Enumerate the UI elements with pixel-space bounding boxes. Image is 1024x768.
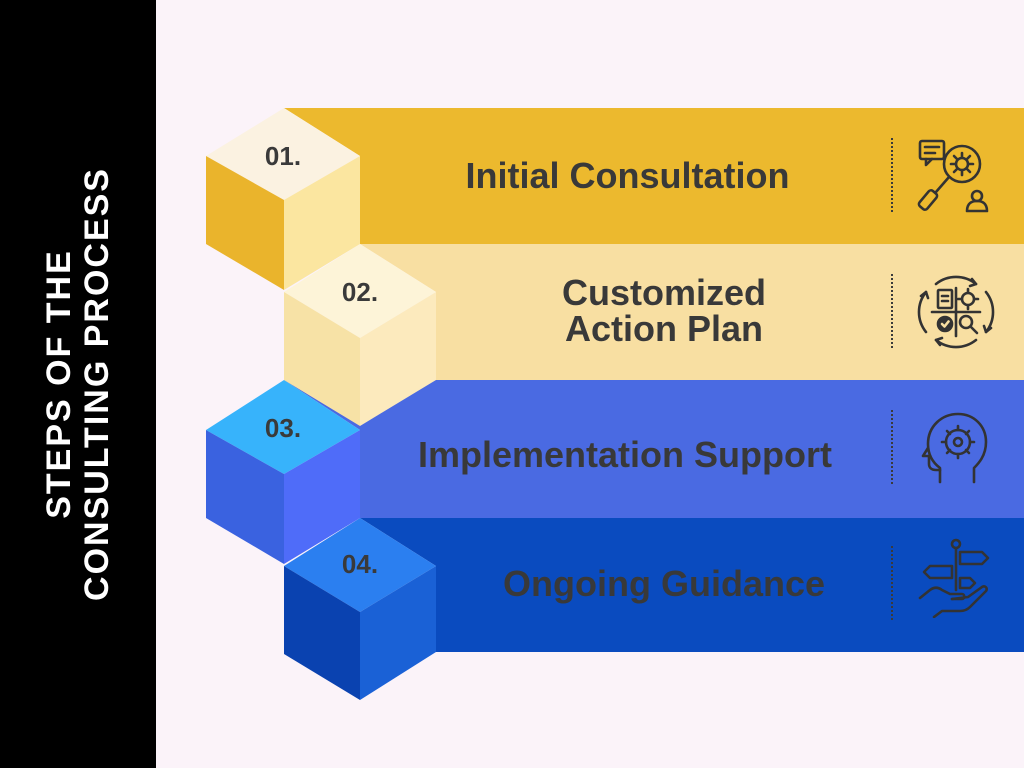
step-1-number: 01.: [264, 141, 302, 171]
step-4-label: Ongoing Guidance: [503, 563, 825, 604]
step-3-divider: [891, 410, 893, 484]
consultation-search-gear-icon: [917, 139, 989, 213]
sidebar-panel: STEPS OF THE CONSULTING PROCESS: [0, 0, 156, 768]
step-2-label: Customized Action Plan: [561, 272, 766, 349]
step-1-label: Initial Consultation: [465, 155, 790, 196]
step-3-cube: [206, 380, 360, 564]
hand-signpost-icon: [918, 538, 990, 618]
step-4-band: [360, 518, 1024, 652]
action-plan-cycle-icon: [917, 275, 995, 349]
step-2-number: 02.: [341, 277, 379, 307]
step-1-cube: [206, 108, 360, 290]
step-3-label: Implementation Support: [418, 434, 832, 475]
step-2-band: [360, 244, 1024, 380]
step-2-cube: [284, 244, 436, 426]
step-2-divider: [891, 274, 893, 348]
step-1-band: [284, 108, 1024, 244]
step-3-number: 03.: [264, 413, 302, 443]
step-1-divider: [891, 138, 893, 212]
step-4-number: 04.: [341, 549, 379, 579]
step-3-band: [284, 380, 1024, 518]
head-gear-icon: [921, 412, 988, 484]
step-4-cube: [284, 518, 436, 700]
step-4-divider: [891, 546, 893, 620]
